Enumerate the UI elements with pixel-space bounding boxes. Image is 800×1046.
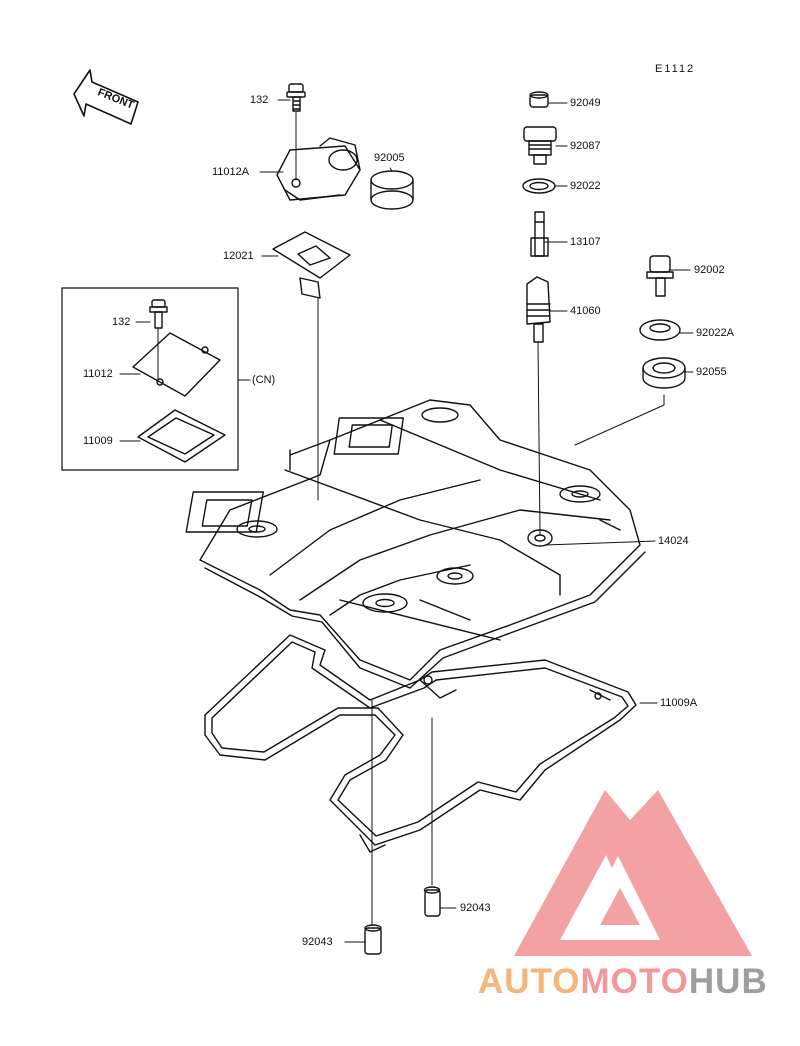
label-92055: 92055 [696, 366, 727, 378]
label-11012: 11012 [83, 368, 113, 380]
label-11009: 11009 [83, 435, 113, 447]
plug-92049 [529, 91, 549, 108]
label-92049: 92049 [570, 97, 601, 109]
cap-12021 [272, 231, 351, 299]
seal-92055 [642, 357, 686, 389]
label-41060: 41060 [570, 305, 601, 317]
label-cn: (CN) [252, 374, 276, 386]
cn-inset-frame [61, 287, 239, 471]
label-13107: 13107 [570, 236, 601, 248]
gasket-11009 [137, 409, 226, 463]
automotohub-logo-icon [514, 790, 752, 956]
diagram-code: E1112 [655, 63, 696, 75]
dowel-92043-left [364, 924, 382, 955]
front-arrow-icon: FRONT [73, 69, 139, 125]
label-92005: 92005 [374, 152, 405, 164]
dowel-92043-right [423, 886, 441, 917]
bolt-132-inset [149, 299, 168, 329]
label-11012A: 11012A [212, 166, 250, 178]
label-14024: 14024 [658, 535, 689, 547]
gasket-11009A [204, 634, 637, 853]
label-132-inset: 132 [112, 316, 131, 328]
gear-13107 [530, 211, 549, 257]
cylinder-head-cover-14024 [185, 399, 646, 689]
watermark-part-moto: MOTO [580, 962, 689, 1001]
plug-92087 [523, 126, 557, 165]
washer-92022A [639, 319, 681, 341]
label-92043-left: 92043 [302, 936, 333, 948]
label-132-top: 132 [250, 94, 269, 106]
label-92002: 92002 [694, 264, 725, 276]
watermark-part-auto: AUTO [478, 962, 581, 1001]
collar-92005 [370, 170, 414, 210]
watermark-part-hub: HUB [688, 962, 768, 1001]
label-12021: 12021 [223, 250, 254, 262]
label-92022A: 92022A [696, 327, 734, 339]
cap-11012A [276, 137, 361, 201]
label-11009A: 11009A [660, 697, 698, 709]
bolt-92002 [646, 255, 674, 297]
label-92022: 92022 [570, 180, 601, 192]
oring-92022 [522, 178, 556, 194]
automotohub-watermark: AUTOMOTOHUB [478, 964, 768, 1000]
cover-11012 [132, 332, 221, 397]
bolt-132-top [286, 83, 306, 112]
gear-41060 [526, 276, 551, 343]
label-92087: 92087 [570, 140, 601, 152]
label-92043-right: 92043 [460, 902, 491, 914]
